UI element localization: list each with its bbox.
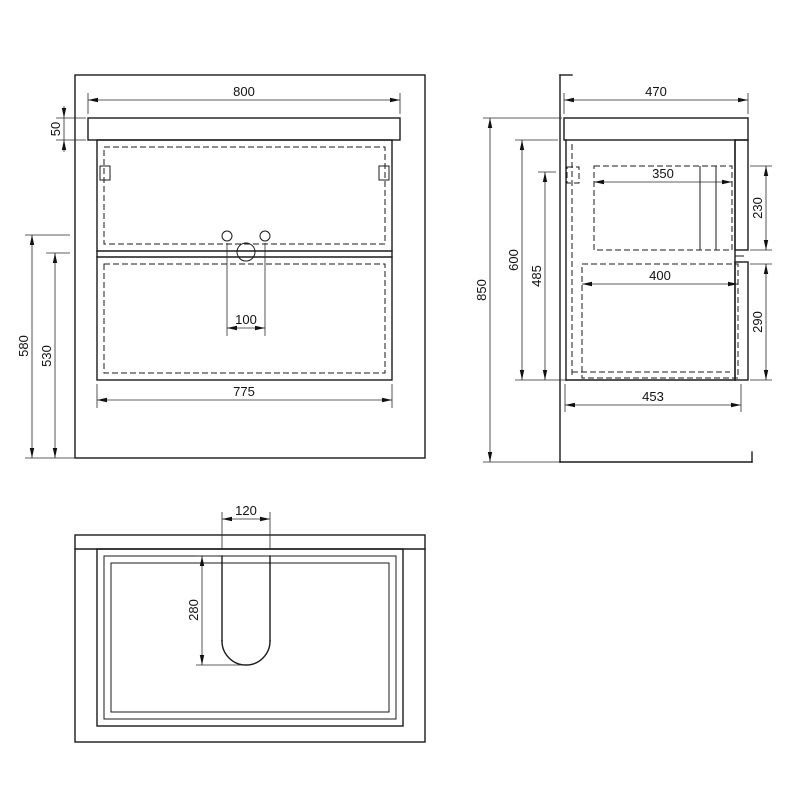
dim-label-width-775: 775 — [233, 384, 255, 399]
dimension-lines — [29, 97, 400, 458]
dimension-arrowhead — [227, 325, 237, 331]
dim-label-depth-350: 350 — [652, 166, 674, 181]
dimension-arrowhead — [487, 452, 493, 462]
dimension-arrowhead — [564, 97, 574, 103]
drawer-box-bottom-side — [581, 263, 739, 379]
front-view-dimensions: 800 50 580 530 100 775 — [16, 84, 401, 459]
countertop-side — [563, 117, 749, 141]
dimension-arrowhead — [763, 166, 769, 176]
dimension-arrowhead — [722, 179, 732, 185]
dim-label-thickness-50: 50 — [48, 122, 63, 136]
dimension-arrowhead — [594, 179, 604, 185]
dimension-arrowhead — [728, 281, 738, 287]
wall-panel-outline — [74, 74, 426, 459]
drawer-box-top-side — [593, 165, 733, 251]
dimension-arrowhead — [738, 97, 748, 103]
dimension-lines — [487, 97, 769, 462]
drawer-front-top-side — [734, 139, 749, 251]
dimension-arrowhead — [390, 97, 400, 103]
dimension-arrowhead — [88, 97, 98, 103]
plan-drawer-inner — [110, 562, 390, 713]
dimension-arrowhead — [763, 240, 769, 250]
dimension-arrowhead — [97, 397, 107, 403]
dimension-arrowhead — [29, 235, 35, 245]
top-view-dimensions: 120 280 — [186, 503, 271, 666]
dimension-arrowhead — [731, 402, 741, 408]
dim-label-spacing-100: 100 — [235, 312, 257, 327]
cabinet-front — [96, 139, 393, 381]
dim-label-height-485: 485 — [529, 265, 544, 287]
dimension-arrowhead — [519, 140, 525, 150]
faucet-hole-right — [259, 230, 271, 242]
front-view — [74, 74, 426, 459]
dimension-arrowhead — [260, 516, 270, 522]
extension-lines — [25, 93, 401, 459]
drawer-box-top-dashed — [103, 146, 386, 245]
dimension-arrowhead — [542, 172, 548, 182]
dim-label-height-600: 600 — [506, 249, 521, 271]
side-view — [559, 74, 753, 463]
plan-cabinet-outline — [96, 548, 404, 727]
plan-cabinet-walls — [103, 555, 397, 720]
hanger-bracket-right — [378, 165, 390, 181]
dim-label-depth-453: 453 — [642, 389, 664, 404]
plan-outer-outline — [74, 534, 426, 743]
dimension-arrowhead — [61, 108, 67, 118]
hanger-bracket-side — [566, 166, 580, 184]
dimension-arrowhead — [763, 370, 769, 380]
dimension-arrowhead — [255, 325, 265, 331]
dim-label-height-230: 230 — [750, 197, 765, 219]
dim-label-width-800: 800 — [233, 84, 255, 99]
dim-label-height-850: 850 — [474, 279, 489, 301]
dimension-arrowhead — [487, 118, 493, 128]
dim-label-depth-470: 470 — [645, 84, 667, 99]
dim-label-depth-400: 400 — [649, 268, 671, 283]
dimension-arrowhead — [52, 253, 58, 263]
faucet-hole-left — [221, 230, 233, 242]
dimension-arrowhead — [582, 281, 592, 287]
dimension-arrowhead — [222, 516, 232, 522]
top-view — [74, 534, 426, 743]
dimension-arrowhead — [61, 140, 67, 150]
dim-label-height-580: 580 — [16, 335, 31, 357]
dim-label-width-120: 120 — [235, 503, 257, 518]
dimension-arrowhead — [199, 655, 205, 665]
extension-lines — [196, 512, 271, 666]
extension-lines — [483, 93, 772, 463]
dimension-lines — [199, 516, 270, 665]
dimension-arrowhead — [199, 556, 205, 566]
dimension-arrowhead — [29, 448, 35, 458]
hanger-bracket-left — [99, 165, 111, 181]
drawer-front-bottom-side — [734, 261, 749, 381]
dim-label-height-290: 290 — [750, 311, 765, 333]
drawer-box-bottom-dashed — [103, 263, 386, 374]
dimension-arrowhead — [519, 370, 525, 380]
side-view-dimensions: 470 850 600 485 350 230 400 290 453 — [474, 84, 772, 463]
dimension-arrowhead — [382, 397, 392, 403]
dimension-arrowhead — [763, 264, 769, 274]
dimension-arrowhead — [542, 370, 548, 380]
drain-hole — [236, 242, 256, 262]
dimension-arrowhead — [52, 448, 58, 458]
dimension-arrowhead — [565, 402, 575, 408]
dim-label-height-530: 530 — [39, 345, 54, 367]
siphon-cutout — [221, 555, 271, 666]
dim-label-depth-280: 280 — [186, 599, 201, 621]
countertop-front — [87, 117, 401, 141]
